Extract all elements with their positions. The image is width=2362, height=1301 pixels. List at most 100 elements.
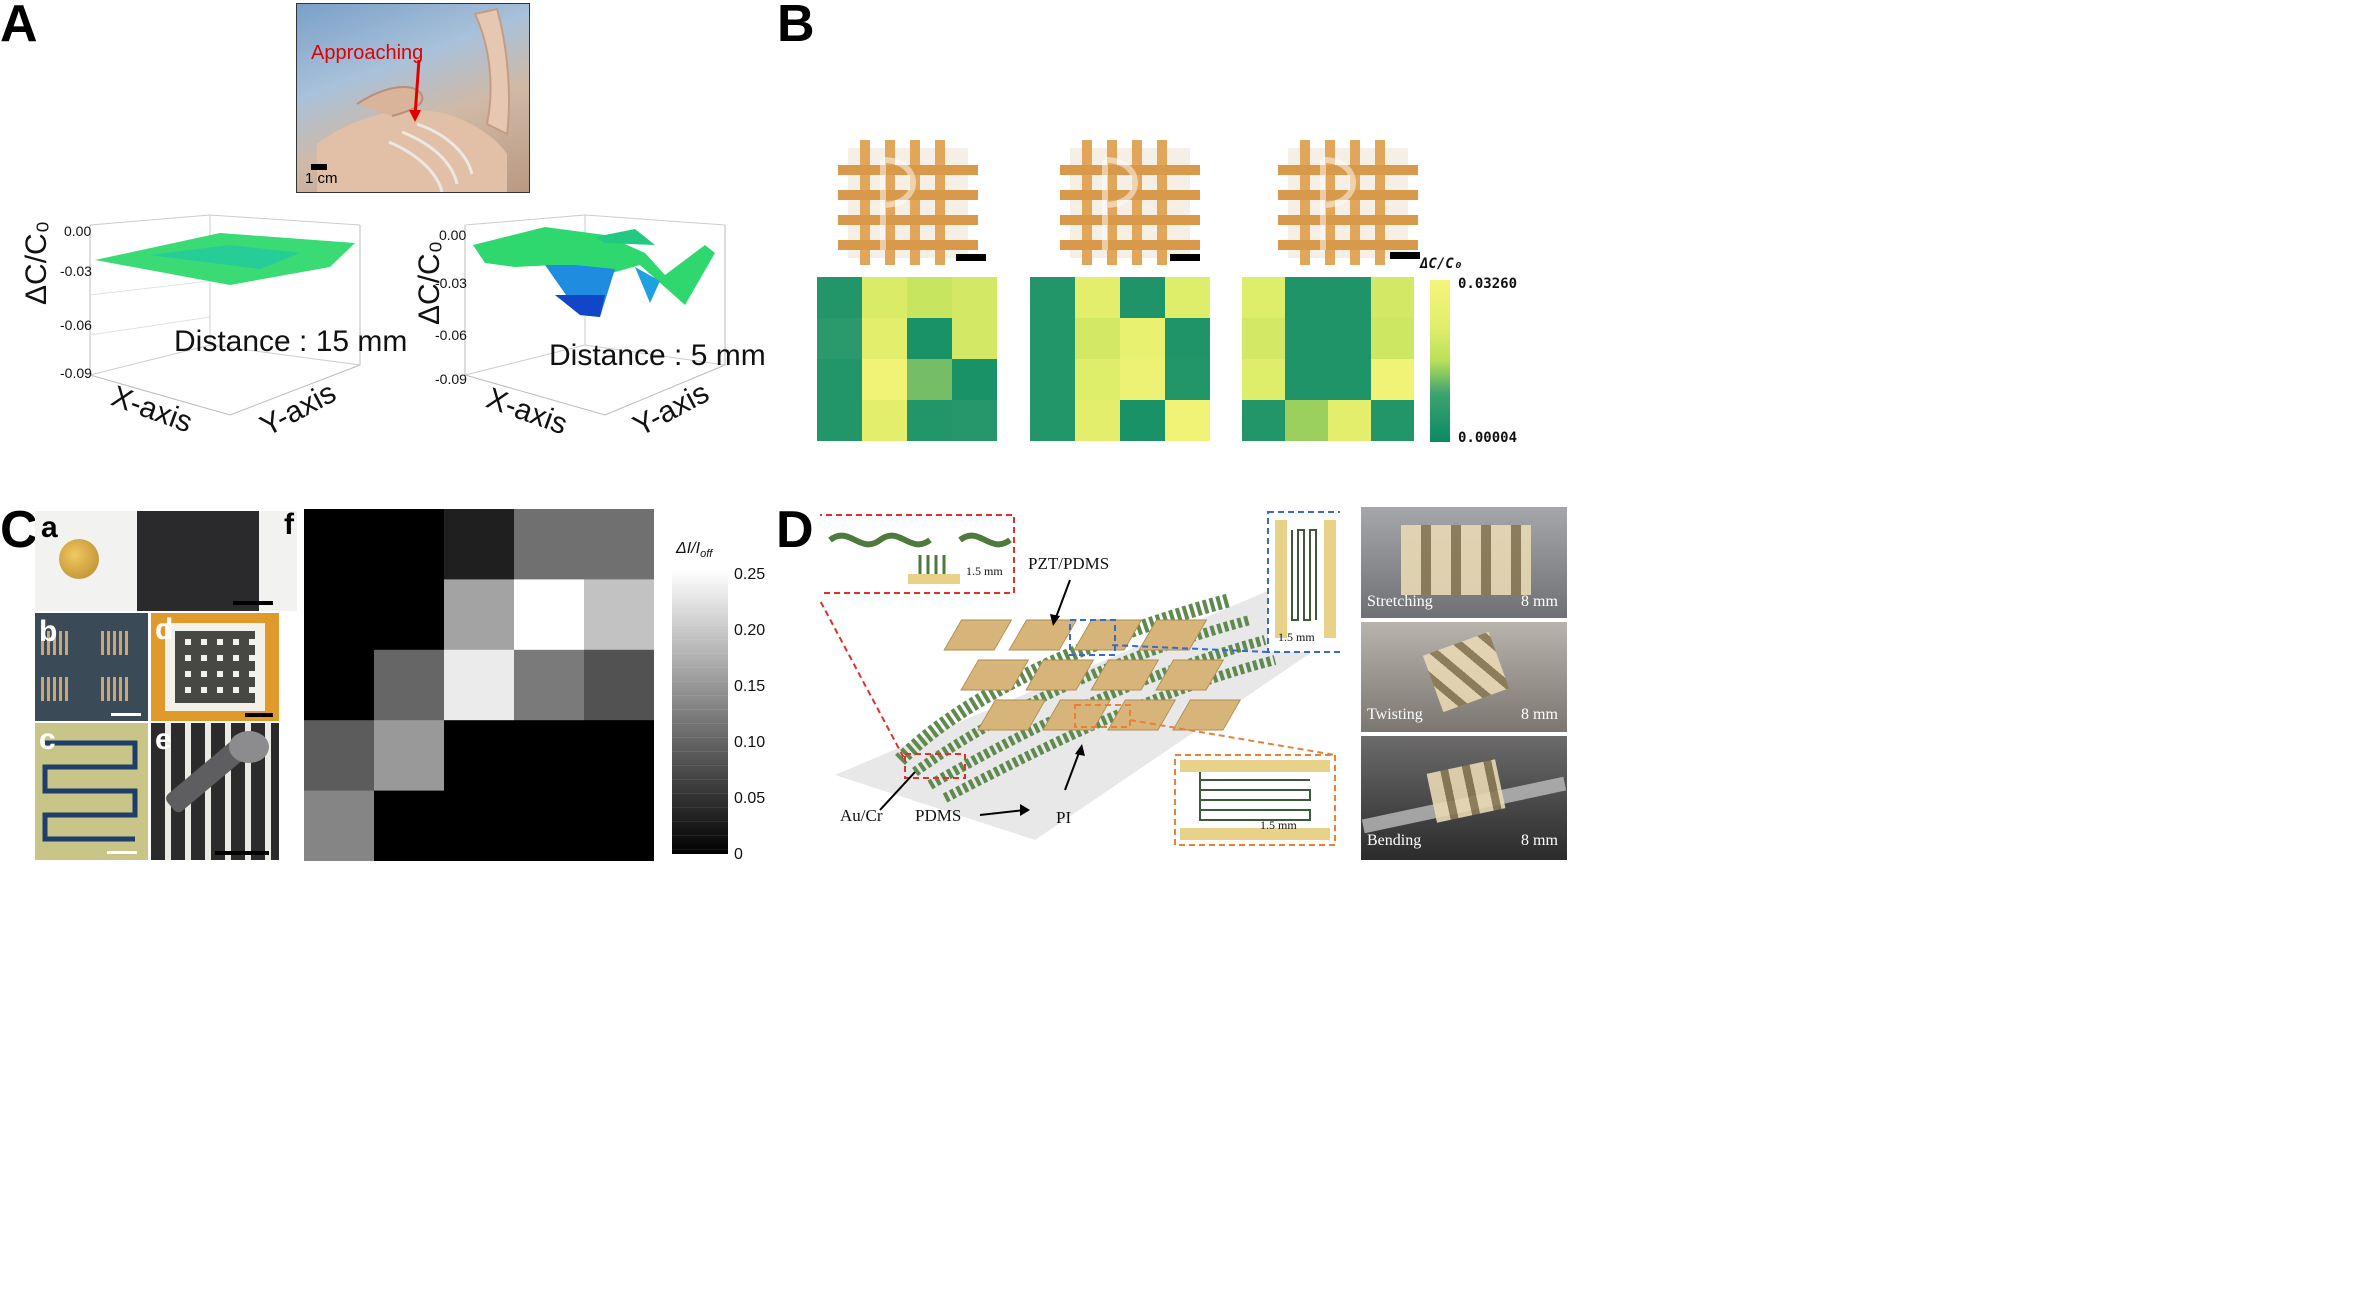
- heatmap-cell: [1075, 400, 1121, 441]
- heatmap-cell: [1120, 277, 1166, 319]
- electrode-photo-b: b: [35, 613, 148, 721]
- heatmap-cell: [514, 720, 585, 792]
- heatmap-cell: [584, 649, 654, 721]
- colorbar-c-tick: 0: [734, 846, 743, 863]
- heatmap-cell: [1075, 277, 1121, 319]
- sublabel-e: e: [155, 723, 172, 756]
- twisting-photo: Twisting 8 mm: [1361, 622, 1567, 732]
- heatmap-cell: [1242, 400, 1286, 441]
- heatmap-cell: [1328, 359, 1372, 401]
- heatmap-b-3: [1242, 277, 1414, 441]
- serpentine-photo-c: c: [35, 723, 148, 860]
- heatmap-cell: [1242, 277, 1286, 319]
- distance-annotation: Distance : 5 mm: [549, 339, 766, 372]
- scale-bar: [956, 254, 986, 261]
- heatmap-cell: [862, 277, 908, 319]
- stretching-photo: Stretching 8 mm: [1361, 507, 1567, 618]
- colorbar-c-label-main: ΔI/I: [676, 540, 701, 557]
- heatmap-cell: [907, 318, 953, 360]
- colorbar-c-tick: 0.15: [734, 678, 766, 695]
- heatmap-cell: [1120, 400, 1166, 441]
- panel-label-a: A: [0, 0, 38, 53]
- colorbar-c-tick: 0.10: [734, 734, 766, 751]
- heatmap-cell: [952, 359, 997, 401]
- heatmap-cell: [444, 579, 515, 651]
- heatmap-cell: [584, 720, 654, 792]
- heatmap-cell: [584, 790, 654, 861]
- colorbar-c-tick: 0.25: [734, 566, 766, 583]
- heatmap-cell: [1285, 318, 1329, 360]
- stretching-scale: 8 mm: [1521, 593, 1558, 610]
- z-tick: 0.00: [439, 227, 467, 243]
- z-tick: -0.09: [60, 365, 92, 381]
- heatmap-cell: [1328, 400, 1372, 441]
- distance-annotation: Distance : 15 mm: [174, 325, 408, 358]
- heatmap-cell: [862, 318, 908, 360]
- label-pzt: PZT/PDMS: [1028, 554, 1110, 573]
- heatmap-cell: [1030, 359, 1076, 401]
- hand-photo: Approaching 1 cm: [296, 3, 530, 193]
- heatmap-cell: [514, 509, 585, 580]
- heatmap-cell: [374, 509, 445, 580]
- z-tick: -0.03: [60, 263, 92, 279]
- heatmap-cell: [514, 579, 585, 651]
- heatmap-cell: [1030, 318, 1076, 360]
- heatmap-cell: [1371, 277, 1414, 319]
- heatmap-cell: [1371, 400, 1414, 441]
- colorbar-c: [672, 570, 728, 854]
- fabric-photo: a: [35, 511, 297, 611]
- heatmap-cell: [1030, 400, 1076, 441]
- heatmap-cell: [444, 509, 515, 580]
- scale-red: 1.5 mm: [966, 564, 1003, 578]
- bending-scale: 8 mm: [1521, 832, 1558, 849]
- heatmap-cell: [952, 400, 997, 441]
- heatmap-cell: [817, 318, 863, 360]
- z-tick: -0.06: [60, 317, 92, 333]
- heatmap-cell: [1242, 318, 1286, 360]
- sublabel-f: f: [284, 508, 294, 541]
- heatmap-cell: [374, 649, 445, 721]
- colorbar-b-min: 0.00004: [1458, 430, 1518, 446]
- heatmap-cell: [1165, 277, 1210, 319]
- heatmap-cell: [444, 790, 515, 861]
- heatmap-cell: [1165, 400, 1210, 441]
- panel-label-d: D: [776, 501, 814, 559]
- surface-plot-5mm: ΔC/C₀ 0.00 -0.03 -0.06 -0.09 Distance : …: [405, 205, 775, 455]
- heatmap-cell: [1120, 318, 1166, 360]
- colorbar-b: [1430, 280, 1450, 442]
- heatmap-cell: [907, 359, 953, 401]
- sublabel-d: d: [155, 613, 174, 646]
- heatmap-cell: [584, 509, 654, 580]
- heatmap-cell: [304, 509, 375, 580]
- heatmap-b-1: [817, 277, 997, 441]
- heatmap-cell: [304, 649, 375, 721]
- sublabel-b: b: [39, 615, 58, 648]
- heatmap-b-2: [1030, 277, 1210, 441]
- heatmap-c-f: [304, 509, 654, 861]
- surface-plot-15mm: ΔC/C₀ 0.00 -0.03 -0.06 -0.09 Distance : …: [20, 205, 420, 455]
- heatmap-cell: [1371, 318, 1414, 360]
- heatmap-cell: [1242, 359, 1286, 401]
- heatmap-cell: [1075, 359, 1121, 401]
- colorbar-c-tick: 0.20: [734, 622, 766, 639]
- bending-photo: Bending 8 mm: [1361, 736, 1567, 860]
- heatmap-cell: [374, 579, 445, 651]
- scale-blue: 1.5 mm: [1278, 630, 1315, 644]
- heatmap-cell: [1075, 318, 1121, 360]
- colorbar-b-max: 0.03260: [1458, 276, 1518, 292]
- heatmap-cell: [584, 579, 654, 651]
- z-tick: -0.09: [435, 371, 467, 387]
- sensor-photo-3: [1278, 140, 1418, 265]
- scale-bar: [1390, 252, 1420, 259]
- heatmap-cell: [514, 649, 585, 721]
- panel-label-c: C: [0, 501, 38, 559]
- sublabel-a: a: [41, 511, 58, 544]
- heatmap-cell: [1371, 359, 1414, 401]
- heatmap-cell: [1328, 318, 1372, 360]
- sensor-array-photo-d: d: [151, 613, 279, 721]
- heatmap-cell: [907, 277, 953, 319]
- label-aucr: Au/Cr: [840, 806, 883, 825]
- colorbar-c-label: ΔI/Ioff: [676, 540, 712, 560]
- twisting-scale: 8 mm: [1521, 706, 1558, 723]
- photo-scale-label: 1 cm: [305, 170, 338, 187]
